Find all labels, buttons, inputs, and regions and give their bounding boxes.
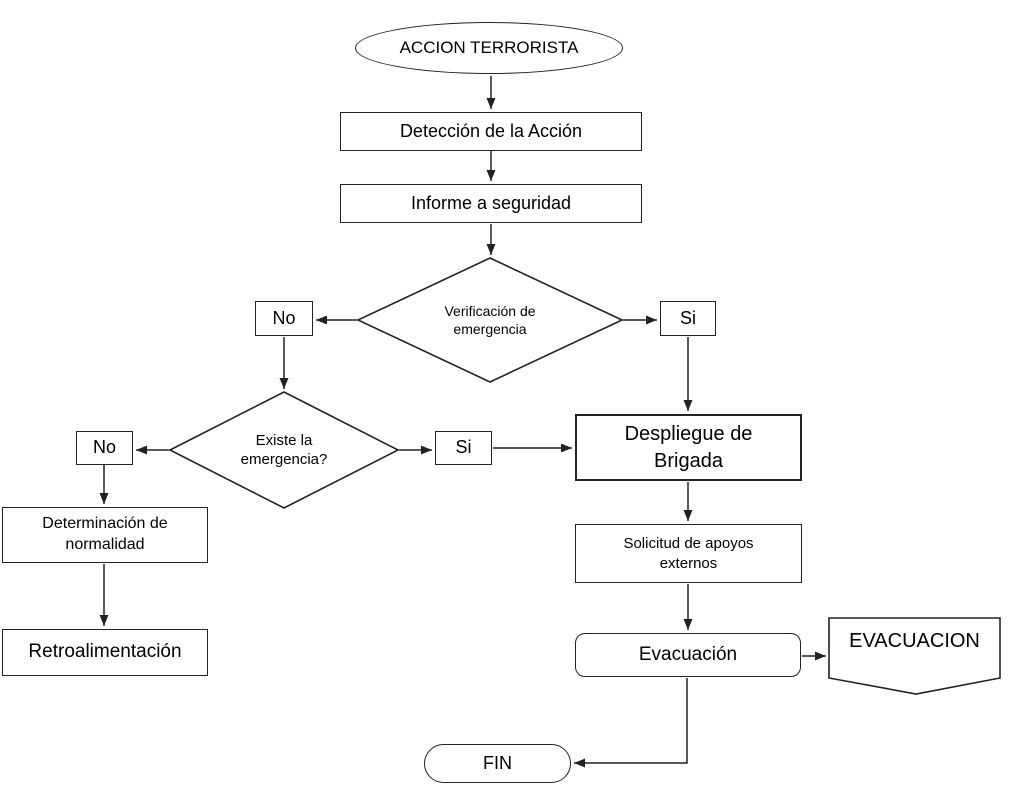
decision-verificacion-shape: [356, 257, 624, 383]
process-despliegue: Despliegue de Brigada: [575, 414, 802, 481]
start-terminator: ACCION TERRORISTA: [355, 22, 623, 74]
offpage-connector-evacuacion-shape: [828, 617, 1001, 695]
label-si-2: Si: [435, 431, 492, 465]
decision-existe-shape: [168, 391, 400, 509]
label-si-1: Si: [660, 301, 716, 336]
process-informe: Informe a seguridad: [340, 184, 642, 223]
process-evacuacion: Evacuación: [575, 633, 801, 677]
offpage-connector-evacuacion-label: EVACUACION: [849, 630, 980, 652]
process-retroalimentacion: Retroalimentación: [2, 629, 208, 676]
process-determinacion: Determinación de normalidad: [2, 507, 208, 563]
decision-verificacion-label: Verificación de emergencia: [444, 302, 536, 337]
arrow-evacuacion-to-fin: [574, 678, 688, 768]
decision-existe-label: Existe la emergencia?: [240, 431, 328, 469]
end-terminator: FIN: [424, 744, 571, 783]
process-solicitud: Solicitud de apoyos externos: [575, 524, 802, 583]
process-deteccion: Detección de la Acción: [340, 112, 642, 151]
label-no-2: No: [76, 431, 133, 465]
label-no-1: No: [255, 301, 313, 336]
